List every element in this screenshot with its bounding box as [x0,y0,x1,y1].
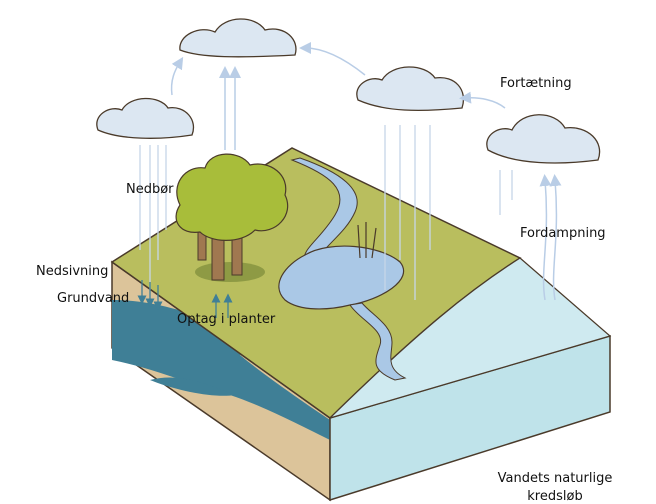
trees [175,153,289,282]
cloud-3 [356,66,465,112]
title-line-2: kredsløb [527,489,583,504]
cloud-4 [486,114,601,164]
infiltration-arrows [137,280,233,318]
groundwater-layer [112,300,330,440]
rain [139,125,513,300]
evaporation-arrows [170,42,562,301]
title-line-1: Vandets naturlige [497,471,613,486]
clouds [96,18,601,164]
label-evaporation: Fordampning [520,226,606,241]
stream [349,302,407,381]
diagram-title: Vandets naturlige kredsløb [490,470,620,504]
label-groundwater: Grundvand [57,291,130,306]
label-condensation: Fortætning [500,76,572,91]
cloud-2 [96,97,195,139]
label-plant-uptake: Optag i planter [177,312,276,327]
label-infiltration: Nedsivning [36,264,109,279]
label-precipitation: Nedbør [126,182,174,197]
reeds [357,222,377,259]
cloud-1 [179,18,297,58]
